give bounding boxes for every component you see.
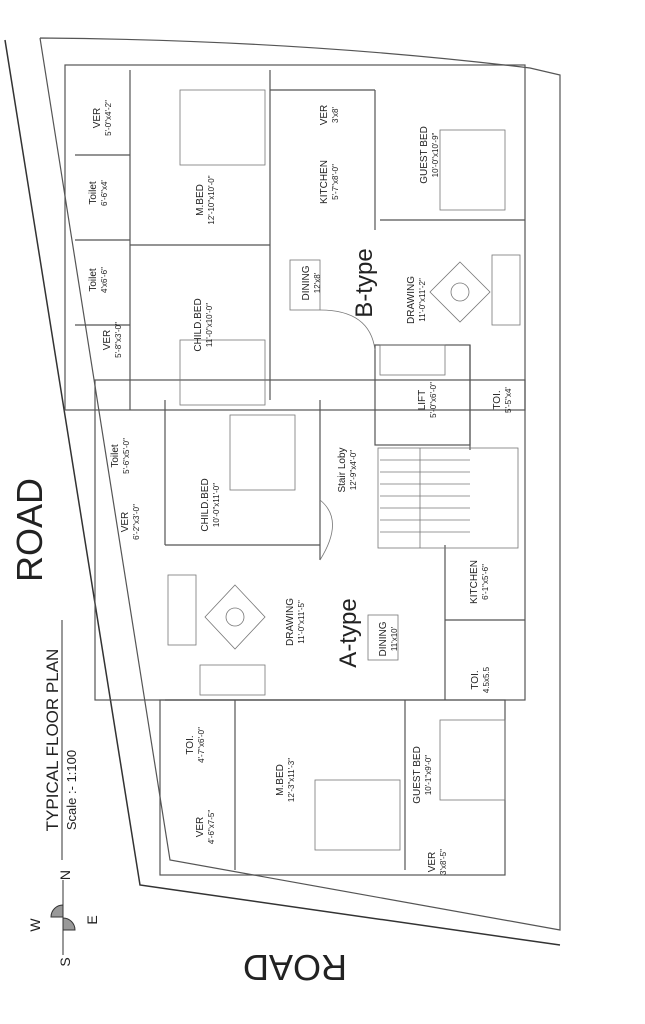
room-name: DRAWING [285, 598, 296, 646]
room-name: M.BED [275, 764, 286, 796]
room-name: VER [319, 105, 330, 126]
room-name: VER [195, 817, 206, 838]
plan-title: TYPICAL FLOOR PLAN [43, 649, 62, 832]
room-name: VER [92, 108, 103, 129]
room-name: LIFT [417, 390, 428, 411]
compass-s: S [57, 957, 73, 966]
room-name: TOI. [470, 670, 481, 689]
room-dim: 11'-0"x11'-5" [297, 600, 306, 644]
room-name: Toilet [88, 181, 99, 205]
room-dim: 6'-2"x3'-0" [132, 504, 141, 540]
room-name: DRAWING [406, 276, 417, 324]
room-dim: 12'-10"x10'-0" [207, 175, 216, 224]
room-dim: 5'-6"x5'-0" [122, 438, 131, 474]
room-dim: 5'-5"x4' [504, 387, 513, 413]
room-dim: 4'x6'-6" [100, 267, 109, 293]
room-dim: 3'x8' [331, 107, 340, 123]
room-name: Toilet [88, 268, 99, 292]
room-name: CHILD.BED [200, 478, 211, 531]
room-name: KITCHEN [319, 160, 330, 204]
room-dim: 5'-0"x6'-0" [429, 382, 438, 418]
room-dim: 4'-6"x7-5" [207, 810, 216, 844]
road-label-left: ROAD [9, 478, 50, 582]
plot-boundary [4, 39, 561, 946]
staircase [377, 447, 519, 549]
building-walls [64, 64, 526, 876]
room-dim: 5'-8"x3'-0" [114, 322, 123, 358]
room-name: CHILD.BED [193, 298, 204, 351]
room-dim: 10'-0"x11'-0" [212, 483, 221, 527]
room-name: TOI. [492, 390, 503, 409]
room-name: TOI. [185, 735, 196, 754]
compass-icon: N S E W [27, 870, 100, 967]
room-dim: 10'-0"x10'-9" [431, 132, 440, 177]
compass-w: W [27, 918, 43, 932]
room-dim: 10'-1"x9'-0" [424, 755, 433, 795]
room-dim: 11'-0"x10'-0" [205, 303, 214, 347]
room-name: GUEST BED [412, 746, 423, 804]
room-name: KITCHEN [469, 560, 480, 604]
room-name: GUEST BED [419, 126, 430, 184]
room-name: VER [102, 330, 113, 351]
room-name: Toilet [110, 444, 121, 468]
compass-e: E [84, 915, 100, 924]
compass-n: N [57, 870, 73, 880]
road-label-bottom: ROAD [243, 947, 347, 988]
room-dim: 11'x10' [390, 626, 399, 651]
room-name: VER [427, 852, 438, 873]
room-dim: 5'-7"x8'-0" [331, 164, 340, 200]
room-dim: 6'-6"x4' [100, 180, 109, 206]
room-name: M.BED [195, 184, 206, 216]
room-dim: 12'-9"x4'-0" [349, 450, 358, 490]
room-dim: 4.5x5.5 [482, 666, 491, 693]
room-dim: 5'-0"x4'-2" [104, 100, 113, 136]
plot-inner-boundary [39, 37, 561, 931]
room-dim: 6'-1"x5'-6" [481, 564, 490, 600]
room-dim: 12'-3"x11'-3" [287, 758, 296, 802]
room-name: VER [120, 512, 131, 533]
room-dim: 12'x8' [313, 272, 322, 293]
room-name: Stair Loby [337, 447, 348, 492]
unit-label-b-type: B-type [351, 248, 378, 317]
room-name: DINING [378, 621, 389, 656]
unit-label-a-type: A-type [335, 598, 362, 667]
room-dim: 3'x8'-5" [439, 849, 448, 875]
scale-label: Scale :- 1:100 [64, 750, 79, 830]
room-name: DINING [301, 265, 312, 300]
furniture [167, 89, 521, 851]
room-dim: 4'-7"x6'-0" [197, 727, 206, 763]
room-dim: 11'-0"x11'-2" [418, 278, 427, 322]
